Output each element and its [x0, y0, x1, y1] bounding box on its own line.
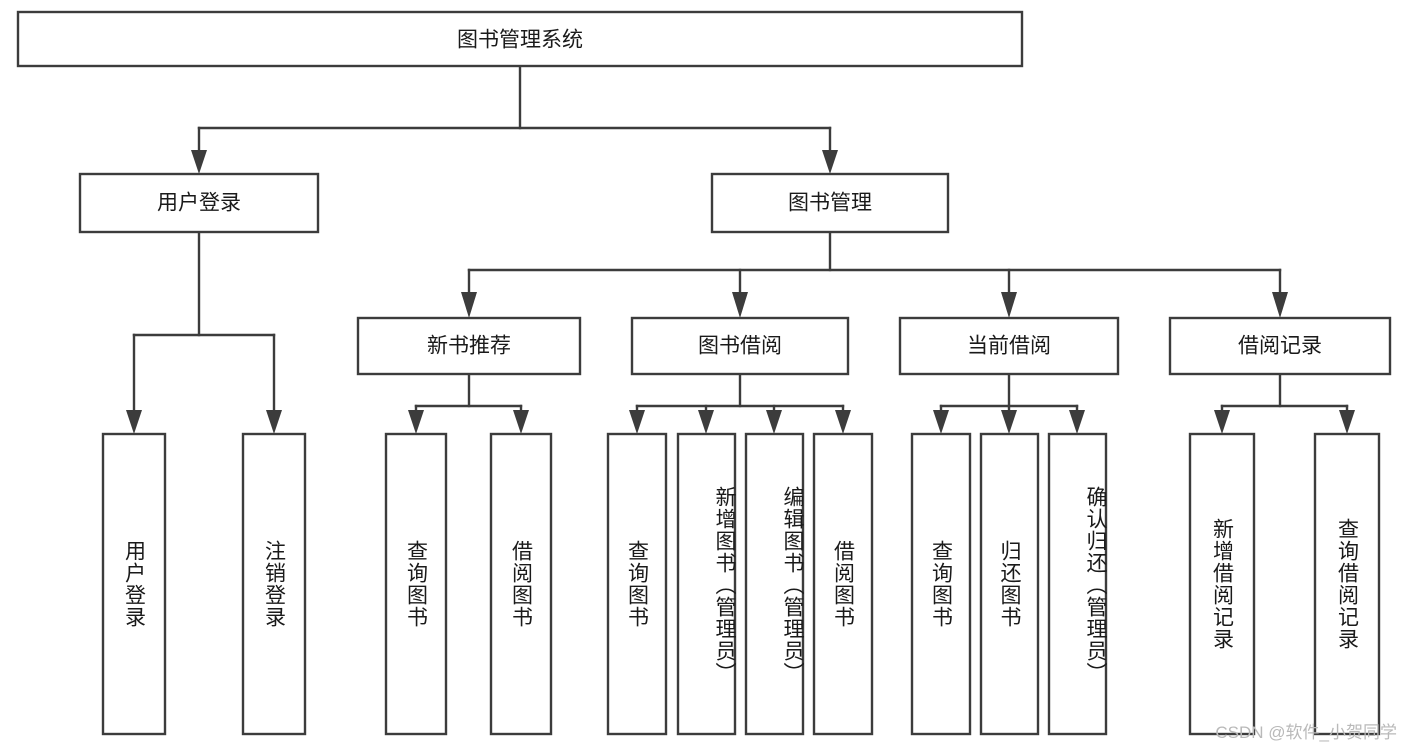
node-current-borrow-box[interactable]: [898, 316, 1120, 376]
node-leaf-query-book-2-box[interactable]: [606, 432, 668, 736]
arrow-to-leaf-add-book: [698, 410, 714, 434]
arrow-to-leaf-user-login: [126, 410, 142, 434]
arrow-to-leaf-borrow-book-2: [835, 410, 851, 434]
arrow-to-new-book-recommend: [461, 292, 477, 318]
node-root-box[interactable]: [16, 10, 1024, 68]
node-current-borrow-label: 当前借阅: [967, 335, 1051, 358]
arrow-to-borrow-record: [1272, 292, 1288, 318]
node-layer: 图书管理系统 用户登录 图书管理 新书推荐 图书借阅 当前借阅 借阅记录: [16, 10, 1392, 736]
arrow-root-to-book-manage: [822, 150, 838, 174]
node-leaf-add-book-box[interactable]: [676, 432, 737, 736]
arrow-to-current-borrow: [1001, 292, 1017, 318]
arrow-to-leaf-edit-book: [766, 410, 782, 434]
node-book-borrow-box[interactable]: [630, 316, 850, 376]
node-leaf-edit-book-box[interactable]: [744, 432, 805, 736]
node-user-login-label: 用户登录: [157, 192, 241, 215]
node-leaf-borrow-book-1-box[interactable]: [489, 432, 553, 736]
node-user-login-box[interactable]: [78, 172, 320, 234]
arrow-to-leaf-return-book: [1001, 410, 1017, 434]
node-new-book-recommend-box[interactable]: [356, 316, 582, 376]
node-leaf-query-book-1-box[interactable]: [384, 432, 448, 736]
node-book-manage-label: 图书管理: [788, 192, 872, 215]
node-book-manage-box[interactable]: [710, 172, 950, 234]
node-root-label: 图书管理系统: [457, 29, 583, 52]
node-leaf-query-book-3-box[interactable]: [910, 432, 972, 736]
arrow-to-book-borrow: [732, 292, 748, 318]
node-new-book-recommend-label: 新书推荐: [427, 335, 511, 358]
watermark-text: CSDN @软件_小贺同学: [1215, 723, 1397, 742]
arrow-to-leaf-confirm-return: [1069, 410, 1085, 434]
node-borrow-record-label: 借阅记录: [1238, 335, 1322, 358]
node-leaf-return-book-box[interactable]: [979, 432, 1040, 736]
node-leaf-user-logout-box[interactable]: [241, 432, 307, 736]
node-leaf-query-record-box[interactable]: [1313, 432, 1381, 736]
arrow-to-leaf-borrow-book-1: [513, 410, 529, 434]
node-book-borrow-label: 图书借阅: [698, 335, 782, 358]
node-leaf-add-record-box[interactable]: [1188, 432, 1256, 736]
arrow-to-leaf-query-record: [1339, 410, 1355, 434]
node-leaf-user-login-box[interactable]: [101, 432, 167, 736]
node-borrow-record-box[interactable]: [1168, 316, 1392, 376]
node-leaf-borrow-book-2-box[interactable]: [812, 432, 874, 736]
arrow-to-leaf-query-book-1: [408, 410, 424, 434]
arrow-to-leaf-user-logout: [266, 410, 282, 434]
arrow-root-to-user-login: [191, 150, 207, 174]
arrow-to-leaf-query-book-3: [933, 410, 949, 434]
node-leaf-confirm-return-box[interactable]: [1047, 432, 1108, 736]
arrow-to-leaf-query-book-2: [629, 410, 645, 434]
arrow-to-leaf-add-record: [1214, 410, 1230, 434]
connector-layer: [126, 64, 1355, 434]
